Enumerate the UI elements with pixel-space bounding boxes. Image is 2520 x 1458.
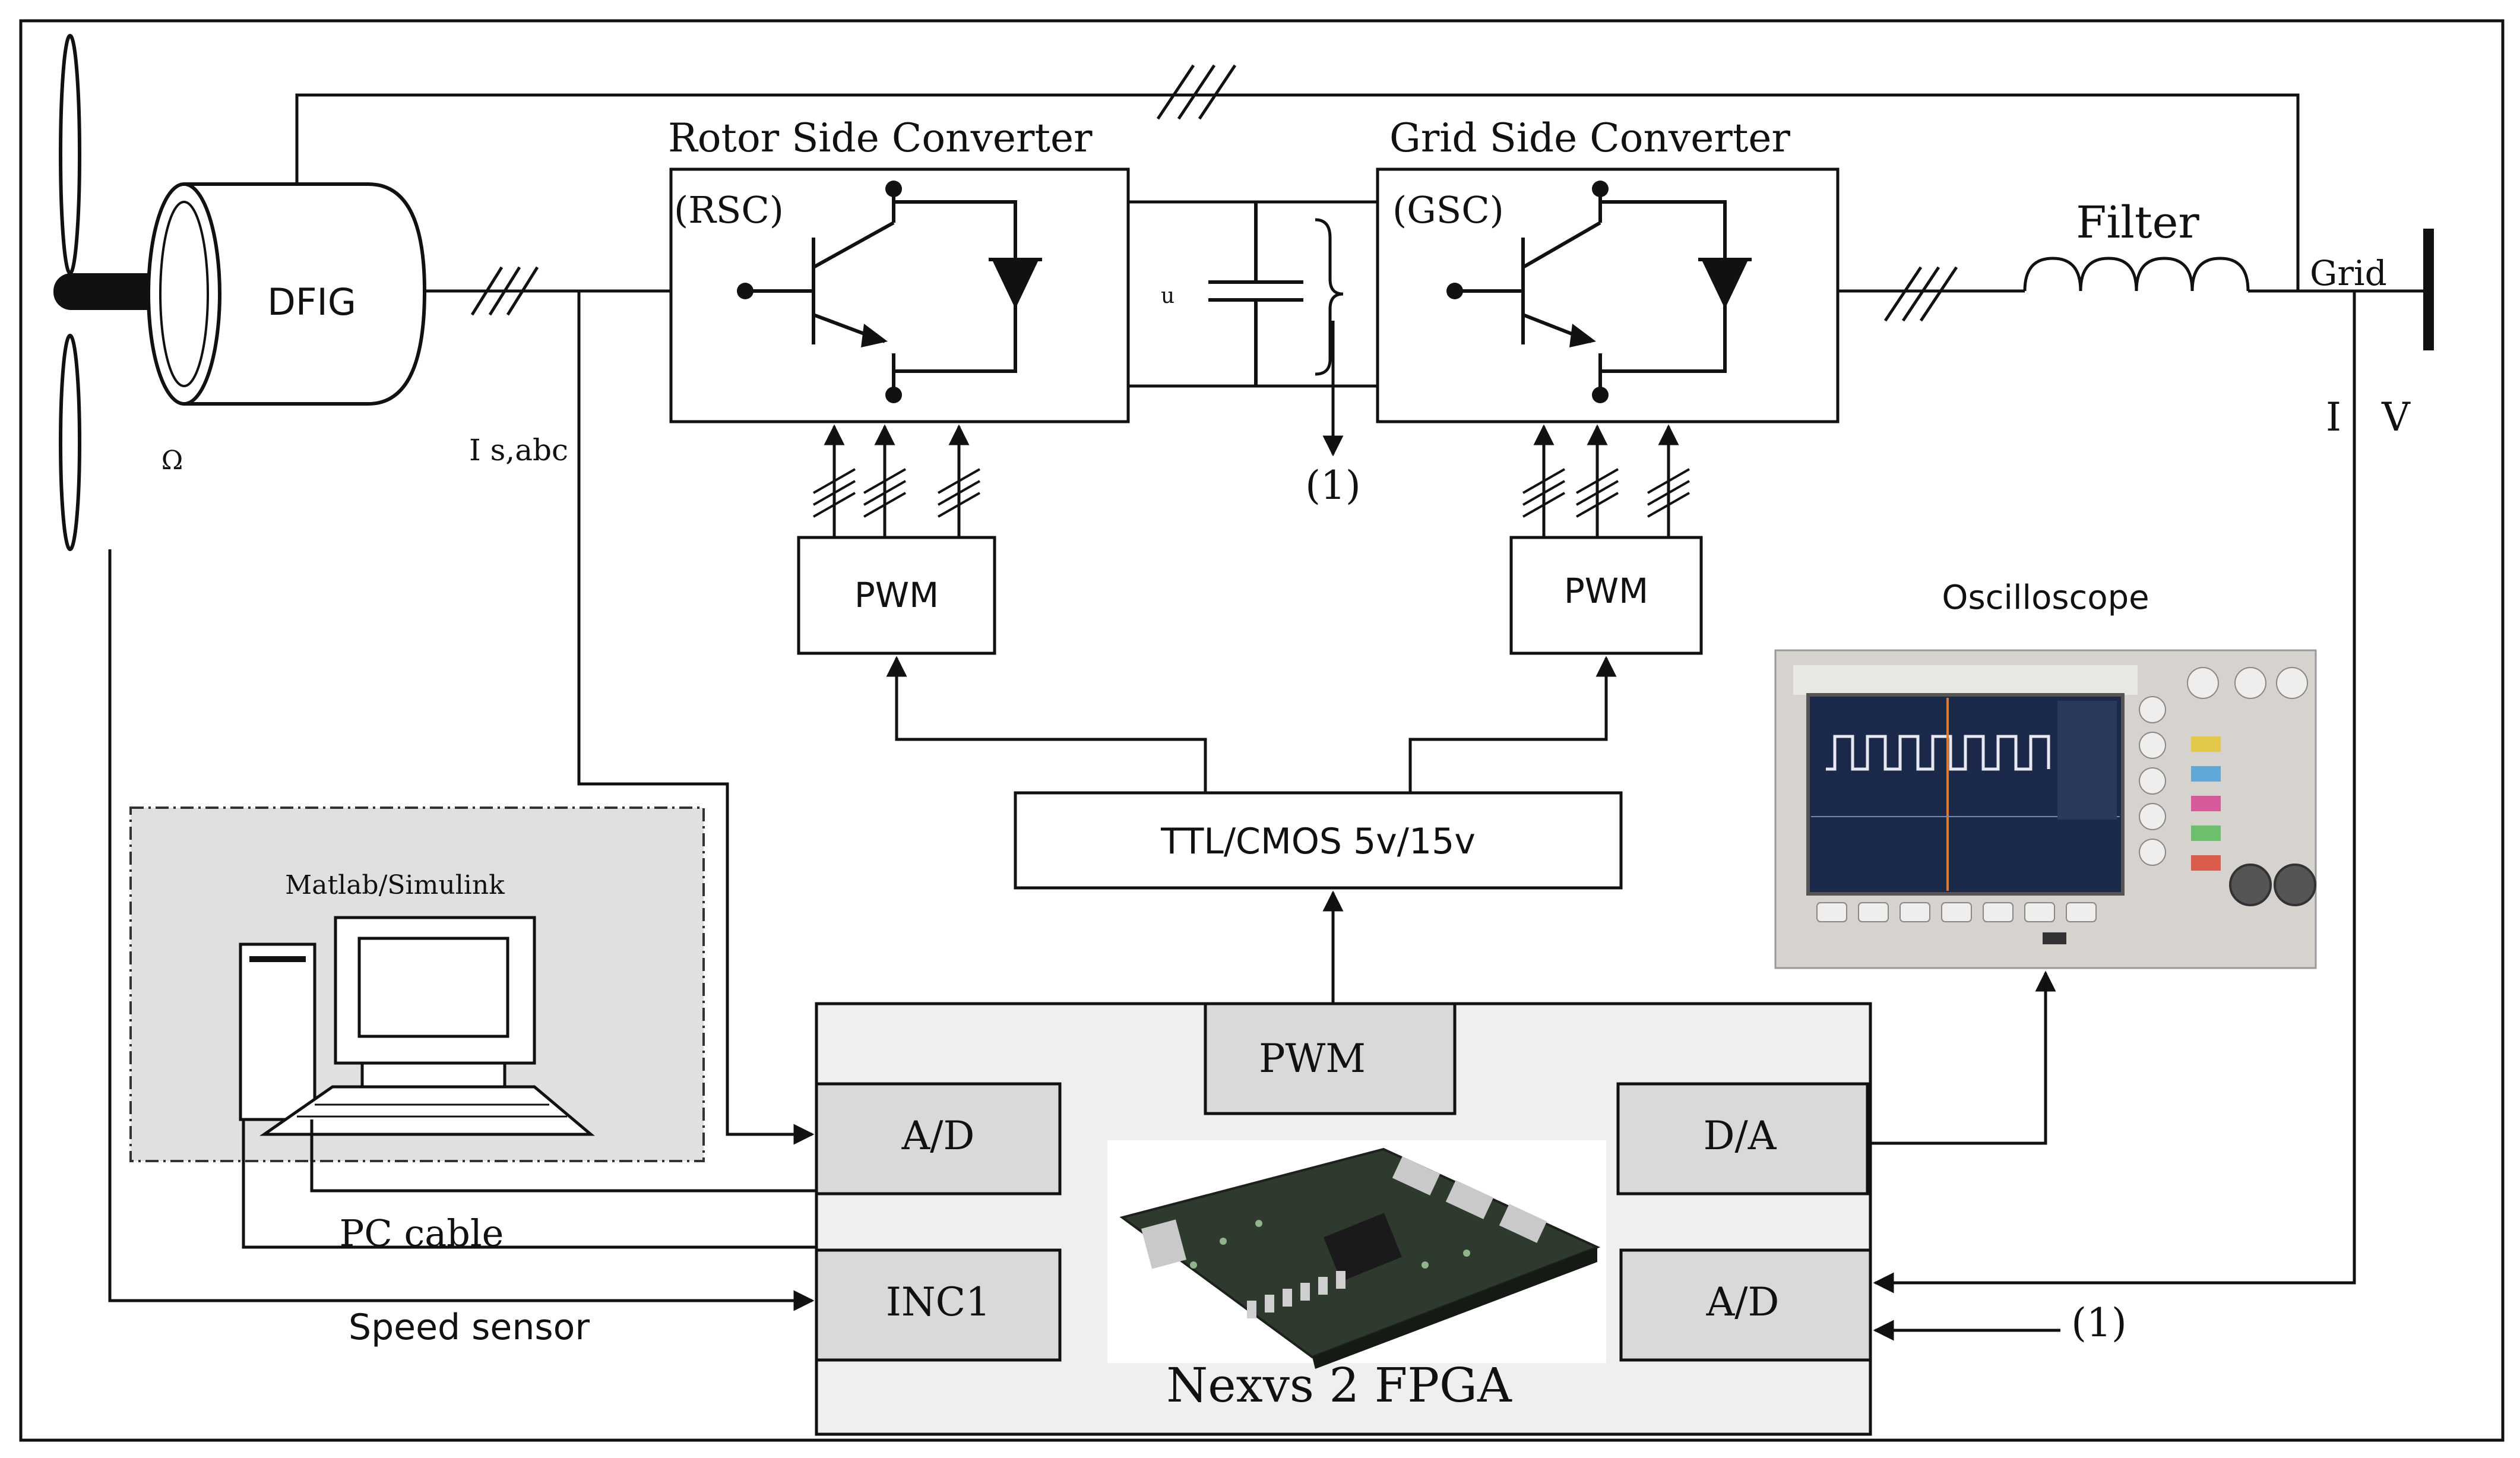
gsc-gate-signals bbox=[1522, 424, 1690, 537]
fpga-ad-module-right bbox=[1619, 1248, 1872, 1362]
dc-input-label: (1) bbox=[2071, 1300, 2127, 1346]
dfig-machine: DFIG bbox=[147, 182, 427, 406]
pc-cable-lower bbox=[242, 1119, 816, 1249]
dc-voltage-label: u bbox=[1161, 284, 1174, 308]
ttl-to-pwm-gsc bbox=[1408, 656, 1617, 793]
rsc-gate-signals bbox=[813, 424, 980, 537]
omega-label: Ω bbox=[162, 445, 183, 476]
current-label: I bbox=[2326, 394, 2341, 440]
ttl-to-pwm-rsc bbox=[886, 656, 1207, 793]
pc-cable-upper bbox=[310, 1119, 816, 1193]
grid-measure-line bbox=[1873, 291, 2356, 1293]
capacitor-icon bbox=[1208, 202, 1303, 386]
oscilloscope-label: Oscilloscope bbox=[1942, 578, 2149, 617]
current-measure-line bbox=[577, 291, 815, 1145]
fpga-name-label: Nexvs 2 FPGA bbox=[1166, 1358, 1512, 1413]
pwm-label-rsc: PWM bbox=[854, 575, 939, 615]
dc-output-label: (1) bbox=[1305, 463, 1361, 508]
matlab-label: Matlab/Simulink bbox=[285, 870, 505, 900]
isabc-label: I s,abc bbox=[469, 433, 568, 467]
fpga-ad-label-right: A/D bbox=[1706, 1279, 1780, 1325]
dfig-label: DFIG bbox=[267, 280, 356, 324]
computer-icon bbox=[239, 916, 595, 1136]
gsc-tag: (GSC) bbox=[1392, 188, 1504, 232]
fpga-ad-module-left bbox=[815, 1082, 1062, 1196]
three-phase-mark bbox=[470, 266, 539, 316]
pwm-block-gsc bbox=[1509, 536, 1703, 655]
voltage-label: V bbox=[2381, 394, 2411, 440]
dc-link bbox=[1128, 200, 1378, 388]
rsc-tag: (RSC) bbox=[674, 188, 784, 232]
fpga-inc-label: INC1 bbox=[886, 1279, 990, 1325]
ttl-cmos-block bbox=[1014, 791, 1623, 890]
rsc-title: Rotor Side Converter bbox=[668, 115, 1093, 161]
da-to-oscilloscope bbox=[1867, 970, 2056, 1145]
filter-label: Filter bbox=[2076, 197, 2199, 248]
fpga-inc-module bbox=[815, 1248, 1062, 1362]
fpga-da-module bbox=[1616, 1082, 1869, 1196]
speed-sensor-line bbox=[108, 549, 815, 1311]
diode-icon bbox=[989, 258, 1042, 309]
dc-bracket bbox=[1315, 218, 1344, 376]
grid-label: Grid bbox=[2310, 253, 2387, 293]
fpga-pwm-label: PWM bbox=[1259, 1036, 1366, 1081]
fpga-da-label: D/A bbox=[1704, 1113, 1777, 1159]
fpga-pwm-module bbox=[1204, 1002, 1457, 1115]
pwm-label-gsc: PWM bbox=[1564, 571, 1648, 611]
top-return-line bbox=[295, 93, 2300, 291]
outer-frame bbox=[19, 19, 2505, 1442]
diode-icon bbox=[1698, 258, 1752, 309]
fpga-board-icon bbox=[1107, 1140, 1606, 1369]
pwm-block-rsc bbox=[797, 536, 996, 655]
three-phase-mark bbox=[1883, 266, 1958, 322]
oscilloscope-icon bbox=[1774, 649, 2317, 969]
three-phase-mark bbox=[1156, 64, 1237, 120]
speed-sensor-label: Speed sensor bbox=[349, 1307, 590, 1348]
pc-cable-label: PC cable bbox=[340, 1212, 504, 1255]
gsc-title: Grid Side Converter bbox=[1389, 115, 1790, 161]
ttl-cmos-label: TTL/CMOS 5v/15v bbox=[1160, 821, 1476, 862]
inductor-icon bbox=[2023, 257, 2250, 292]
fpga-ad-label-left: A/D bbox=[901, 1113, 975, 1159]
